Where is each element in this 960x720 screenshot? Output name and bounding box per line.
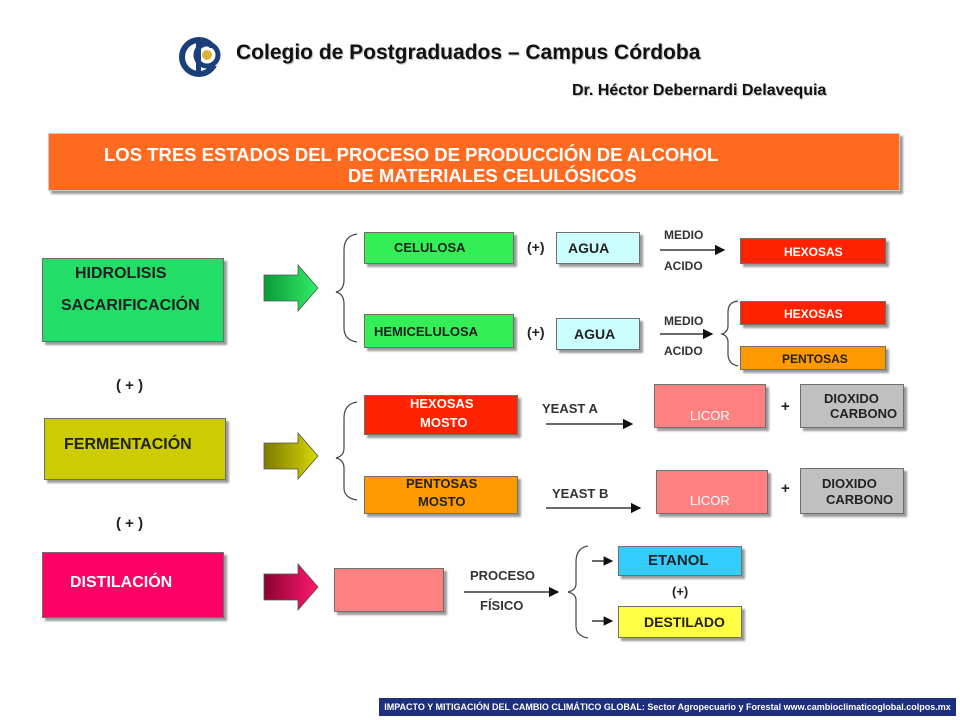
destilacion-arrow	[263, 562, 319, 612]
pentosas-box	[740, 346, 886, 370]
dioxido-label-b-line1: DIOXIDO	[822, 476, 877, 491]
banner-title-line2: DE MATERIALES CELULÓSICOS	[348, 165, 637, 186]
stage-destilacion-box	[42, 552, 224, 618]
stage-fermentacion-box	[44, 418, 226, 480]
medio-label-a: MEDIO	[664, 228, 704, 242]
destilado-box	[618, 606, 742, 638]
acido-label-a: ACIDO	[664, 259, 703, 273]
hexosas-mosto-box	[364, 395, 518, 435]
hexosas-mosto-label-line2: MOSTO	[420, 415, 468, 430]
fermentacion-brace	[335, 401, 358, 501]
hexosas-mosto-label-line1: HEXOSAS	[410, 396, 474, 411]
celulosa-label: CELULOSA	[394, 240, 466, 255]
fermentacion-arrow	[263, 431, 319, 481]
title-banner	[48, 133, 900, 191]
dioxido-box-a	[800, 384, 904, 428]
pentosas-mosto-label-line2: MOSTO	[418, 494, 466, 509]
distillation-input-box	[334, 568, 444, 612]
yeast-b-label: YEAST B	[552, 486, 609, 501]
acido-label-b: ACIDO	[664, 344, 703, 358]
hidrolisis-brace	[335, 233, 358, 343]
dioxido-box-b	[800, 468, 904, 514]
pentosas-label: PENTOSAS	[782, 352, 848, 366]
licor-box-b	[656, 470, 768, 514]
etanol-label: ETANOL	[648, 552, 709, 569]
hexosas-box-b	[740, 301, 886, 325]
dioxido-label-a-line1: DIOXIDO	[824, 391, 879, 406]
dioxido-label-a-line2: CARBONO	[830, 406, 898, 421]
page-title: Colegio de Postgraduados – Campus Córdob…	[236, 41, 701, 64]
yeast-a-label: YEAST A	[542, 401, 598, 416]
hidrolisis-arrow	[263, 263, 319, 313]
distillation-plus: (+)	[672, 584, 689, 599]
agua-box-b	[556, 318, 640, 350]
hexosas-box-a	[740, 238, 886, 264]
hemicelulosa-box	[364, 314, 514, 348]
hemicelulosa-label: HEMICELULOSA	[374, 324, 478, 339]
fisico-label: FÍSICO	[480, 598, 524, 613]
stage-connector-plus-1: ( + )	[116, 377, 144, 394]
cp-logo: CP	[178, 36, 224, 78]
destilacion-products-brace	[567, 545, 589, 639]
licor-label-a: LICOR	[690, 408, 730, 423]
agua-label-b: AGUA	[574, 326, 616, 342]
stage-fermentacion-label: FERMENTACIÓN	[64, 436, 192, 453]
footer-bar: IMPACTO Y MITIGACIÓN DEL CAMBIO CLIMÁTIC…	[379, 698, 956, 716]
stage-connector-plus-2: ( + )	[116, 515, 144, 532]
etanol-box	[618, 546, 742, 576]
stage-hidrolisis-box	[42, 258, 224, 342]
pentosas-mosto-label-line1: PENTOSAS	[406, 476, 478, 491]
hexosas-label-b: HEXOSAS	[784, 307, 843, 321]
banner-title-line1: LOS TRES ESTADOS DEL PROCESO DE PRODUCCI…	[104, 144, 719, 165]
agua-box-a	[556, 232, 640, 264]
fermentation-plus-b: +	[781, 480, 790, 497]
fermentation-plus-a: +	[781, 398, 790, 415]
stage-destilacion-label: DISTILACIÓN	[70, 574, 173, 591]
hexosas-label-a: HEXOSAS	[784, 245, 843, 259]
medio-label-b: MEDIO	[664, 314, 704, 328]
agua-label-a: AGUA	[568, 240, 610, 256]
celulosa-box	[364, 232, 514, 264]
pentosas-mosto-box	[364, 476, 518, 514]
dioxido-label-b-line2: CARBONO	[826, 492, 894, 507]
stage-hidrolisis-label-line1: HIDROLISIS	[75, 265, 167, 282]
licor-label-b: LICOR	[690, 493, 730, 508]
hidrolisis-plus-b: (+)	[527, 324, 545, 340]
proceso-label: PROCESO	[470, 568, 536, 583]
destilado-label: DESTILADO	[644, 614, 725, 630]
stage-hidrolisis-label-line2: SACARIFICACIÓN	[61, 297, 200, 314]
author-name: Dr. Héctor Debernardi Delavequia	[572, 82, 827, 99]
hemicelulosa-products-brace	[720, 300, 739, 367]
hidrolisis-plus-a: (+)	[527, 239, 545, 255]
licor-box-a	[654, 384, 766, 428]
